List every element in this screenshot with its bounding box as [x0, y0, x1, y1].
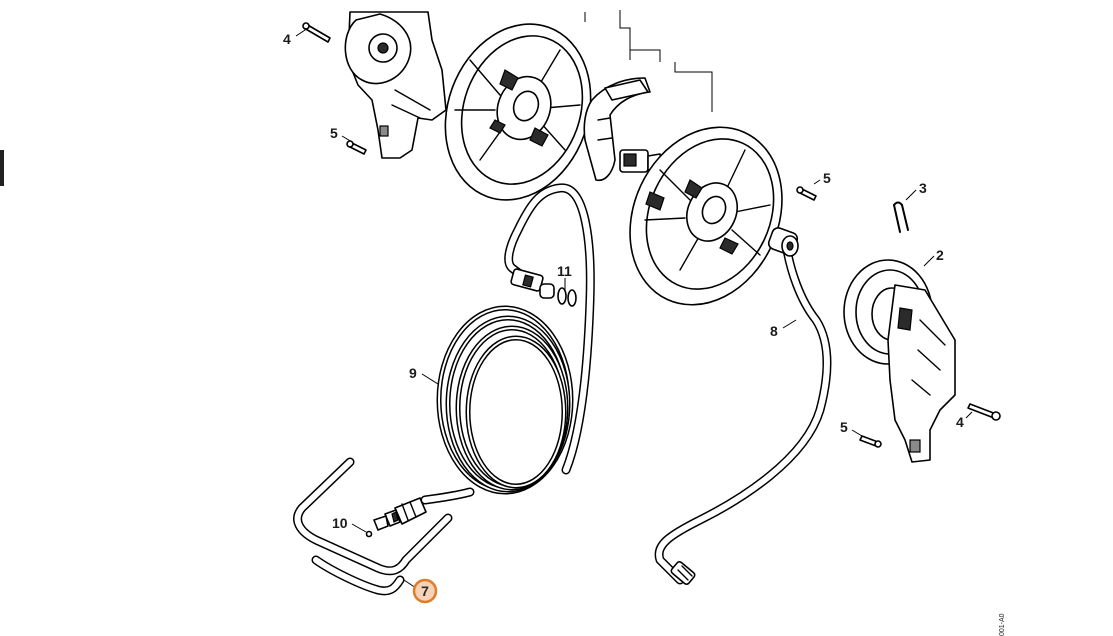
callout-5-mid[interactable]: 5 — [813, 170, 831, 186]
callout-10-label: 10 — [332, 515, 348, 531]
hose-guide-7[interactable] — [293, 457, 453, 596]
hose-coil-9[interactable] — [420, 183, 595, 505]
hose-reel-drum-right[interactable] — [602, 102, 810, 330]
callout-2-label: 2 — [936, 247, 944, 263]
figure-reference-code: 001-A0 — [999, 613, 1006, 636]
callout-5-bottom[interactable]: 5 — [840, 419, 863, 437]
top-left-bracket[interactable] — [344, 11, 447, 159]
callout-2[interactable]: 2 — [923, 247, 944, 267]
callout-3[interactable]: 3 — [905, 180, 927, 201]
left-edge-fragment — [0, 150, 4, 186]
callout-4-top-label: 4 — [283, 31, 291, 47]
screw-4-right[interactable] — [967, 403, 1001, 421]
retaining-pin-3[interactable] — [893, 201, 909, 233]
callout-8[interactable]: 8 — [770, 319, 797, 339]
axle-hose-tube-8[interactable] — [654, 226, 832, 586]
screw-5-right[interactable] — [796, 186, 817, 201]
callout-9[interactable]: 9 — [409, 365, 439, 385]
callout-8-label: 8 — [770, 323, 778, 339]
screw-5-bottom[interactable] — [859, 435, 882, 448]
screw-5-top[interactable] — [346, 140, 367, 155]
callout-4-right[interactable]: 4 — [956, 411, 973, 430]
callout-7-label: 7 — [421, 583, 429, 599]
callout-7-highlight-ring — [412, 578, 438, 604]
callout-11[interactable]: 11 — [557, 263, 572, 290]
screw-4-top[interactable] — [302, 22, 331, 43]
callout-4-top[interactable]: 4 — [283, 27, 309, 47]
callout-5-mid-label: 5 — [823, 170, 831, 186]
callout-9-label: 9 — [409, 365, 417, 381]
assembly-grouping-lines — [584, 10, 713, 112]
callout-3-label: 3 — [919, 180, 927, 196]
callout-4-right-label: 4 — [956, 414, 964, 430]
callout-5-top[interactable]: 5 — [330, 125, 353, 143]
callout-10[interactable]: 10 — [332, 515, 367, 533]
callout-7-highlighted[interactable]: 7 — [403, 578, 438, 604]
o-rings-11[interactable] — [539, 283, 577, 307]
callout-5-top-label: 5 — [330, 125, 338, 141]
callout-11-label: 11 — [557, 263, 572, 279]
right-bracket-2[interactable] — [843, 259, 956, 463]
drive-segment-part[interactable] — [583, 77, 663, 182]
hose-connector-10[interactable] — [365, 497, 427, 538]
callout-5-bottom-label: 5 — [840, 419, 848, 435]
